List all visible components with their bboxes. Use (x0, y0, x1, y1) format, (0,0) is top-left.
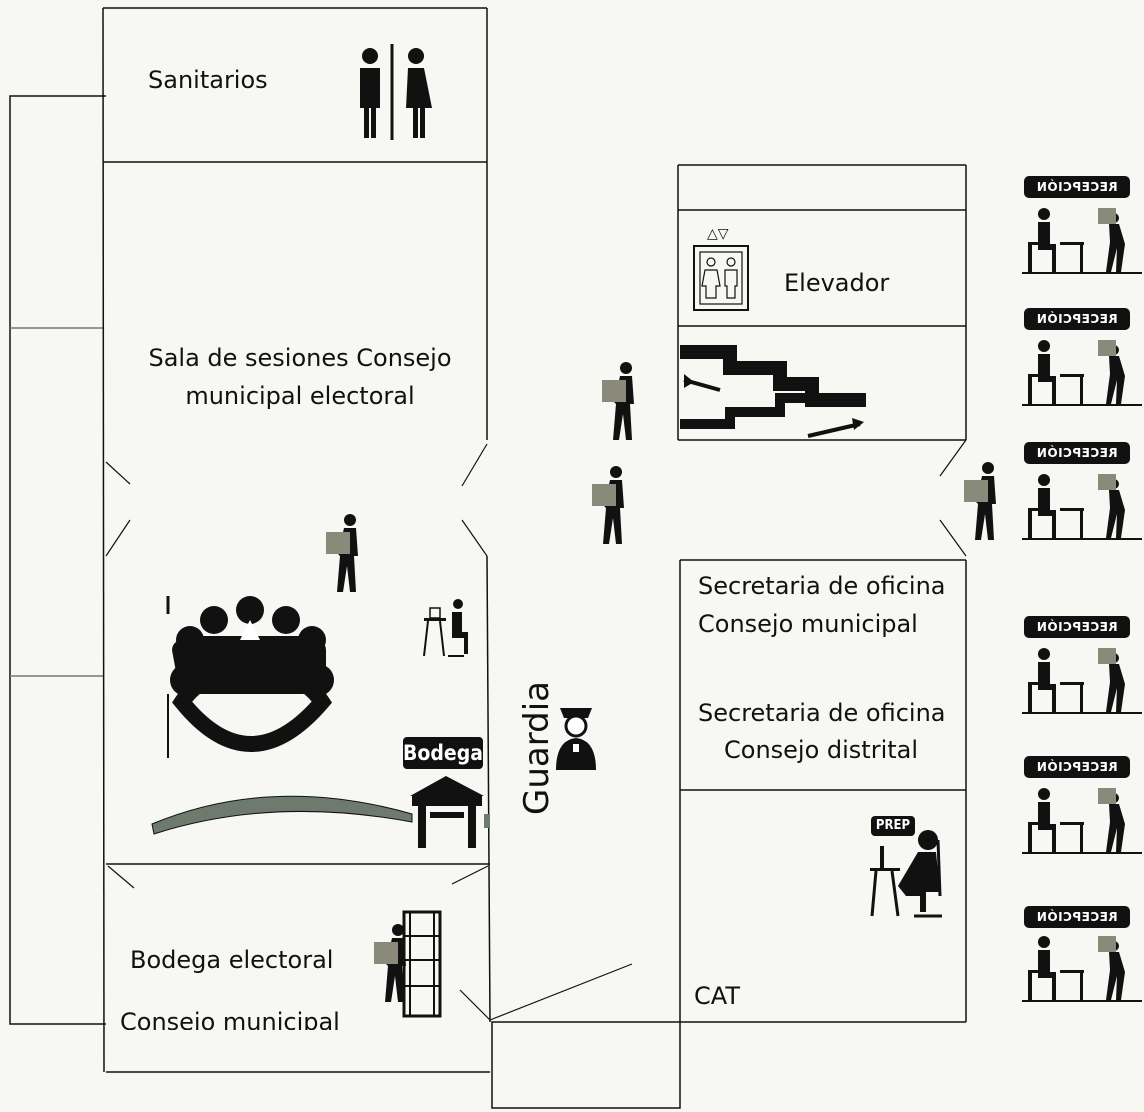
reception-tag: RECEPCIÓN (1024, 756, 1130, 778)
secretaria-distrital-label-2: Consejo distrital (724, 736, 919, 764)
cat-label: CAT (694, 982, 740, 1010)
warehouse-icon (410, 776, 490, 848)
sanitarios-label: Sanitarios (148, 66, 268, 94)
stairs-icon (680, 345, 866, 438)
bodega-electoral-label-2: Consejo municipal (120, 1008, 340, 1030)
security-guard-icon (556, 708, 596, 770)
reception-tag: RECEPCIÓN (1024, 308, 1130, 330)
bodega-electoral-label-1: Bodega electoral (130, 946, 334, 974)
secretaria-distrital-label-1: Secretaria de oficina (698, 699, 946, 727)
conference-table-icon (166, 596, 334, 758)
computer-operator-icon (870, 830, 942, 918)
prep-tag: PREP (871, 816, 915, 836)
sala-sesiones-label-2: municipal electoral (185, 382, 415, 410)
secretaria-municipal-label-1: Secretaria de oficina (698, 572, 946, 600)
svg-text:△▽: △▽ (707, 226, 729, 242)
sala-sesiones-label-1: Sala de sesiones Consejo (148, 344, 452, 372)
elevador-label: Elevador (784, 269, 890, 297)
shelving-icon (402, 910, 442, 1018)
bodega-tag: Bodega (403, 737, 483, 769)
reception-tag: RECEPCIÓN (1024, 906, 1130, 928)
desk-worker-icon (423, 599, 468, 657)
guardia-label: Guardia (517, 681, 557, 815)
secretaria-municipal-label-2: Consejo municipal (698, 610, 918, 638)
reception-tag: RECEPCIÓN (1024, 442, 1130, 464)
restroom-icon (360, 44, 432, 140)
reception-tag: RECEPCIÓN (1024, 616, 1130, 638)
reception-tag: RECEPCIÓN (1024, 176, 1130, 198)
elevator-icon: △▽ (693, 226, 749, 311)
